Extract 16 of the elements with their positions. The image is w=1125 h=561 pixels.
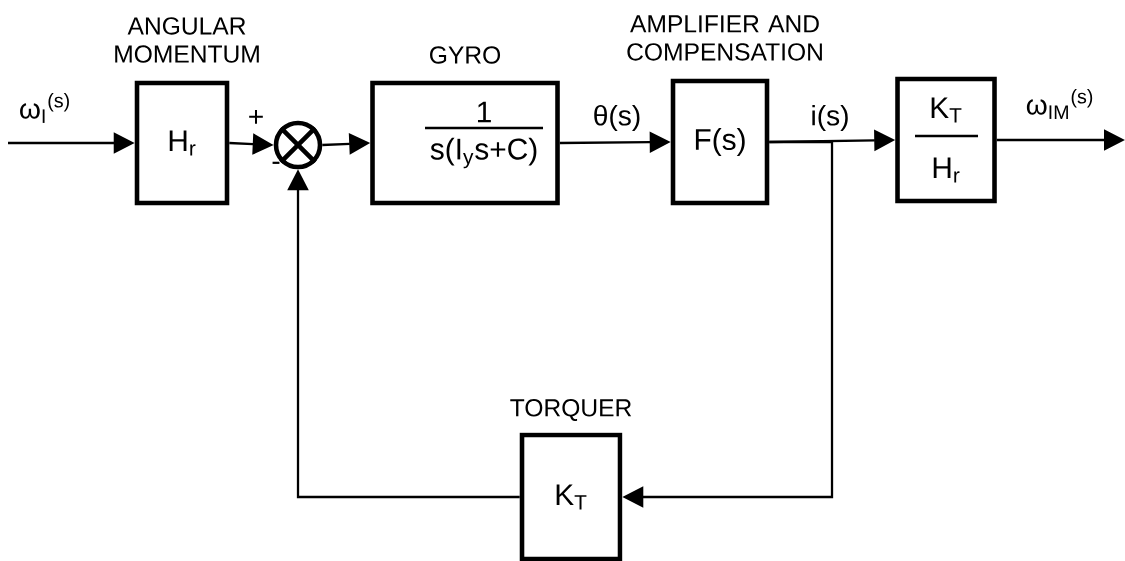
block: K$_{T}$ H$_{r}$ [895, 76, 997, 204]
block-heading: AMPLIFIER AND COMPENSATION [627, 15, 822, 61]
block: K$_{T}$ [519, 432, 623, 561]
block-heading: TORQUER [510, 399, 632, 421]
block-heading: GYRO [430, 46, 501, 64]
edge-label: + [249, 109, 263, 124]
block: F(s) [670, 78, 770, 206]
block: H$_{r}$ [134, 80, 230, 206]
block-heading: ANGULAR MOMENTUM [115, 17, 259, 63]
edge-label: i(s) [812, 104, 848, 132]
edge-label: θ(s) [594, 104, 640, 132]
edge-label: ω$_{I}$(s) [20, 93, 69, 123]
edge-label: - [272, 161, 280, 164]
block: 1 s(I$_{y}$s+C) [370, 80, 560, 206]
summing-junction [273, 120, 323, 170]
edge-label: ω$_{IM}$(s) [1026, 89, 1093, 119]
